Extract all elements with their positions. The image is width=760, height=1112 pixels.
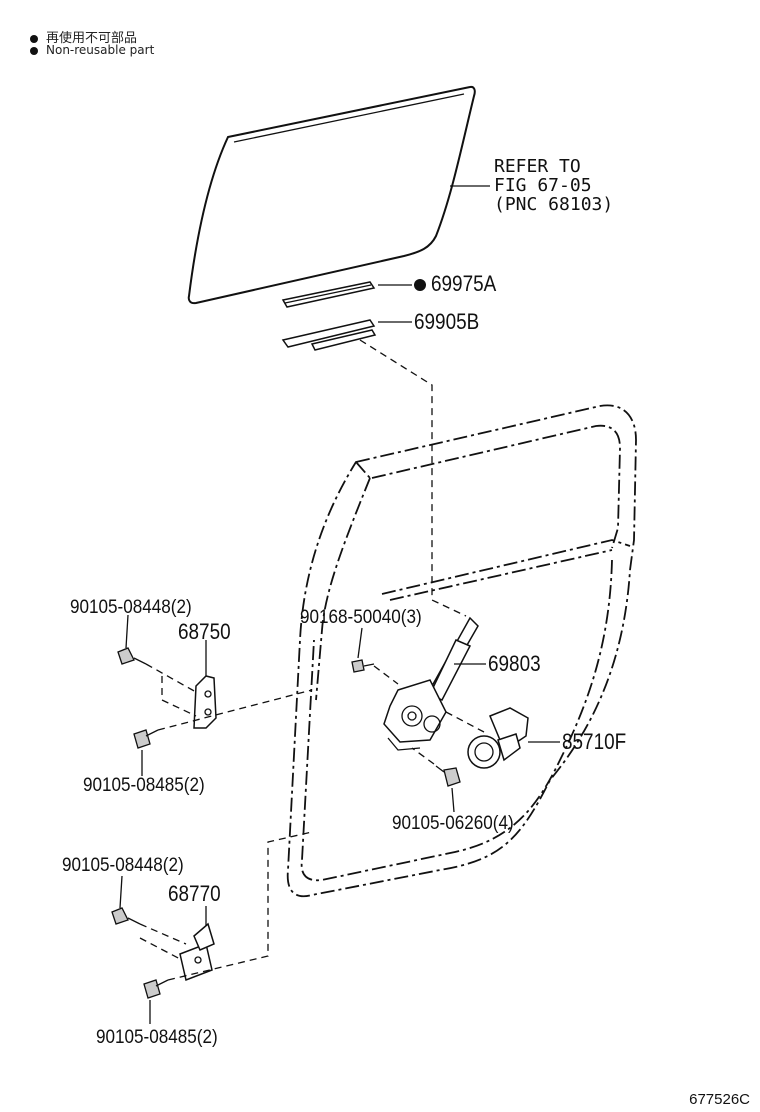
leader-b5 — [119, 875, 123, 909]
label-85710f: 85710F — [562, 729, 627, 754]
regulator-motor — [467, 707, 529, 769]
leader-90168 — [357, 627, 363, 659]
legend-text-en: Non-reusable part — [46, 43, 155, 57]
hinge-lower — [179, 922, 215, 982]
seal-69975a — [281, 281, 376, 308]
dash-90168 — [373, 665, 399, 685]
refer-line2: FIG 67-05 — [494, 175, 592, 196]
dash-reg-motor — [445, 711, 485, 733]
label-69803: 69803 — [488, 651, 541, 676]
label-90105-06260: 90105-06260(4) — [392, 813, 514, 834]
label-90105-08448-lower: 90105-08448(2) — [62, 855, 184, 876]
label-68770: 68770 — [168, 881, 221, 906]
label-69905b: 69905B — [414, 309, 480, 334]
window-regulator — [383, 616, 479, 751]
dash-hinge-upper-2 — [145, 663, 197, 693]
seal-69905b — [281, 319, 377, 351]
bolt-90105-08448-a — [117, 647, 147, 665]
bolt-90105-08485-a — [133, 729, 159, 749]
figure-code: 677526C — [689, 1091, 750, 1108]
dash-glass-to-regulator — [359, 339, 467, 617]
bolt-90105-08448-b — [111, 907, 141, 925]
label-90168-50040: 90168-50040(3) — [300, 607, 422, 628]
leader-90105-06260 — [451, 787, 455, 813]
leader-b1 — [125, 614, 129, 649]
bullet-icon — [30, 34, 38, 43]
refer-line1: REFER TO — [494, 156, 581, 177]
dash-hinge-upper — [161, 676, 197, 717]
legend-non-reusable-en: Non-reusable part — [30, 43, 154, 57]
bolt-90168 — [351, 659, 375, 673]
label-90105-08485-upper: 90105-08485(2) — [83, 775, 205, 796]
door-glass — [187, 85, 476, 305]
legend-non-reusable-ja: 再使用不可部品 — [30, 27, 137, 46]
dash-hinge-lower-door — [167, 831, 313, 981]
bolt-90105-06260 — [435, 765, 461, 787]
refer-line3: (PNC 68103) — [494, 194, 614, 215]
bullet-icon — [30, 46, 38, 55]
label-90105-08448-upper: 90105-08448(2) — [70, 597, 192, 618]
dash-hinge-lower — [139, 923, 187, 945]
door-frame — [286, 404, 637, 898]
bolt-90105-08485-b — [143, 979, 169, 999]
non-reusable-bullet-icon — [414, 279, 426, 291]
legend-text-ja: 再使用不可部品 — [46, 31, 138, 46]
dash-hinge-lower-2 — [139, 937, 183, 961]
dash-90105-06260 — [411, 747, 435, 765]
dash-hinge-upper-door — [157, 689, 313, 731]
label-68750: 68750 — [178, 619, 231, 644]
label-90105-08485-lower: 90105-08485(2) — [96, 1027, 218, 1048]
label-69975a: 69975A — [431, 271, 497, 296]
